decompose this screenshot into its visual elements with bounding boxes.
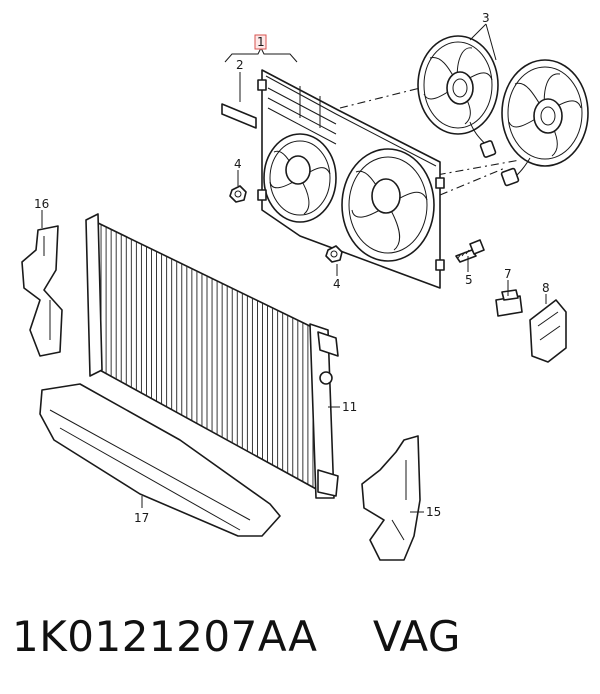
fan-2 [500, 59, 589, 187]
radiator [85, 213, 339, 499]
brand-name: VAG [372, 612, 461, 661]
foam-strip [221, 103, 257, 129]
nut-lower [325, 245, 343, 263]
fan-1 [417, 35, 499, 158]
callout-17[interactable]: 17 [134, 511, 149, 525]
callout-5[interactable]: 5 [465, 273, 473, 287]
radiator-fins [100, 224, 314, 488]
callout-4-lower[interactable]: 4 [333, 277, 341, 291]
callout-7[interactable]: 7 [504, 267, 512, 281]
clip [495, 289, 523, 317]
left-air-guide [21, 225, 63, 357]
callout-8[interactable]: 8 [542, 281, 550, 295]
callout-box-highlight [254, 34, 267, 50]
callout-3[interactable]: 3 [482, 11, 490, 25]
part-caption: 1K0121207AA VAG [12, 602, 592, 672]
diagram-svg: 1 2 3 4 4 5 7 8 11 15 16 17 [21, 11, 589, 561]
bolt [455, 239, 485, 263]
assembly-line [419, 159, 521, 179]
caption-spacer [317, 612, 372, 661]
fan-shroud [257, 69, 445, 289]
assembly-line [439, 167, 506, 196]
callout-15[interactable]: 15 [426, 505, 441, 519]
callout-4-upper[interactable]: 4 [234, 157, 242, 171]
nut-upper [229, 185, 247, 203]
lower-air-duct [39, 383, 281, 537]
right-air-guide [361, 435, 421, 561]
leader-3 [469, 23, 497, 61]
bracket [529, 299, 567, 363]
callout-11[interactable]: 11 [342, 400, 357, 414]
part-number: 1K0121207AA [12, 612, 318, 661]
callout-1[interactable]: 1 [257, 35, 265, 49]
callout-2[interactable]: 2 [236, 58, 244, 72]
callout-16[interactable]: 16 [34, 197, 49, 211]
